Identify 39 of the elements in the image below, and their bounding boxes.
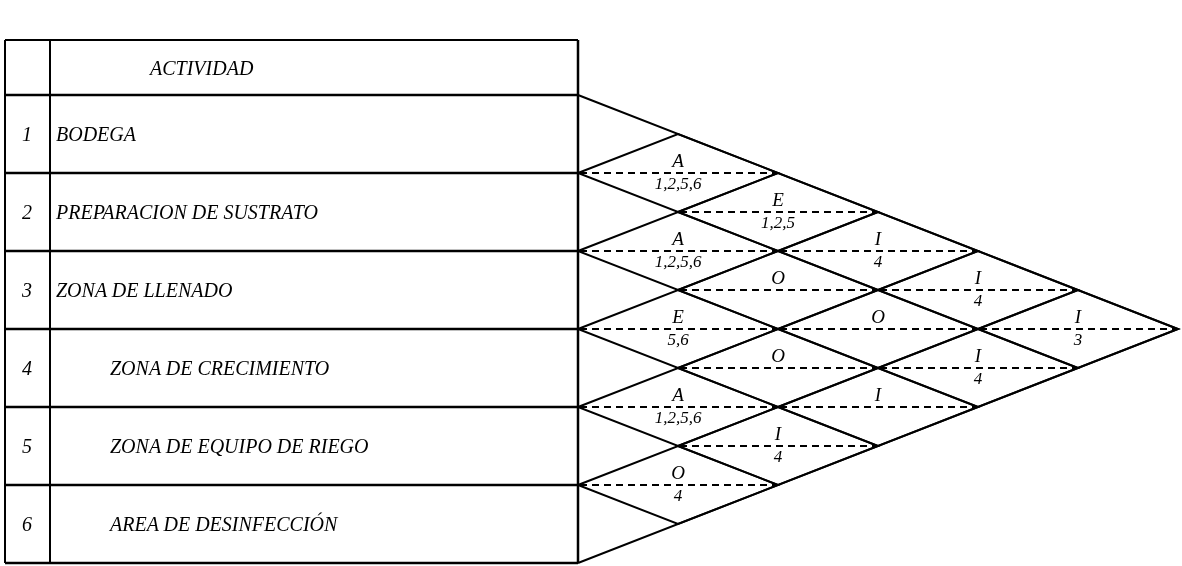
reason-code: 4 (972, 292, 984, 310)
reason-code: 3 (1072, 331, 1084, 349)
reason-code: 4 (672, 487, 684, 505)
activity-name: AREA DE DESINFECCIÓN (110, 512, 338, 536)
reason-code: 1,2,5 (760, 214, 796, 232)
activity-name: BODEGA (56, 122, 136, 146)
closeness-code: A (670, 229, 685, 249)
reason-code: 5,6 (666, 331, 690, 349)
closeness-code: O (770, 268, 786, 288)
reason-code: 4 (772, 448, 784, 466)
closeness-code: I (873, 229, 883, 249)
activity-name: ZONA DE CRECIMIENTO (110, 356, 330, 380)
closeness-code: O (870, 307, 886, 327)
reason-code: 1,2,5,6 (653, 409, 703, 427)
reason-code: 4 (872, 253, 884, 271)
activity-name: PREPARACION DE SUSTRATO (56, 200, 318, 224)
closeness-code: I (973, 268, 983, 288)
closeness-code: I (773, 424, 783, 444)
closeness-code: I (1073, 307, 1083, 327)
closeness-code: E (671, 307, 685, 327)
closeness-code: O (670, 463, 686, 483)
closeness-code: A (670, 385, 685, 405)
closeness-code: I (973, 346, 983, 366)
reason-code: 1,2,5,6 (653, 253, 703, 271)
row-number: 4 (22, 356, 32, 380)
closeness-code: A (670, 151, 685, 171)
closeness-code: O (770, 346, 786, 366)
row-number: 6 (22, 512, 32, 536)
closeness-code: I (873, 385, 883, 405)
reason-code: 4 (972, 370, 984, 388)
reason-code: 1,2,5,6 (653, 175, 703, 193)
closeness-code: E (771, 190, 785, 210)
row-number: 1 (22, 122, 32, 146)
row-number: 3 (22, 278, 32, 302)
activity-name: ZONA DE EQUIPO DE RIEGO (110, 434, 369, 458)
activity-name: ZONA DE LLENADO (56, 278, 233, 302)
row-number: 5 (22, 434, 32, 458)
row-number: 2 (22, 200, 32, 224)
column-header: ACTIVIDAD (150, 56, 254, 80)
